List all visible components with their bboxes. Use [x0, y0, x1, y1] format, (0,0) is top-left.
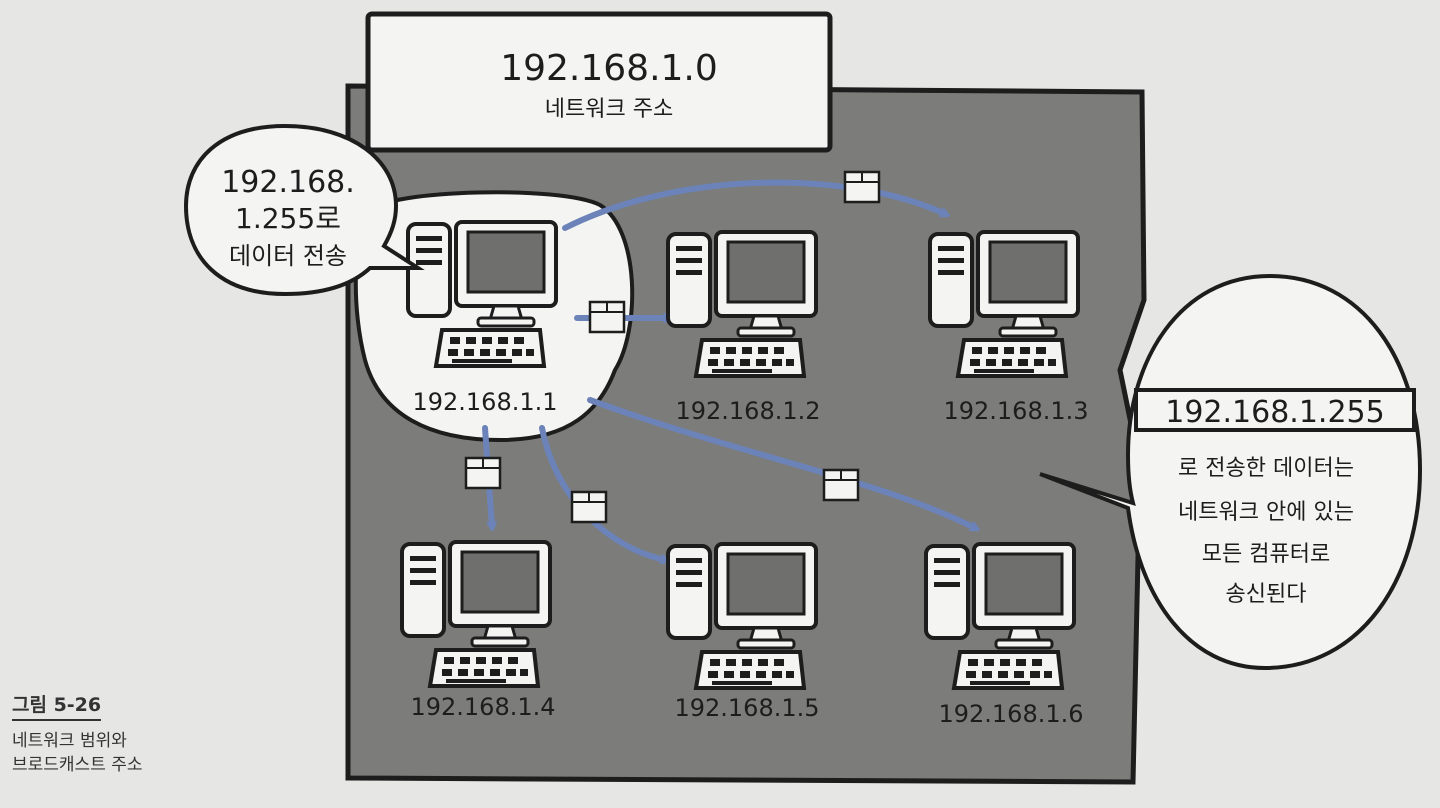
figure-description-line2: 브로드캐스트 주소	[12, 755, 143, 775]
ip-label-pc3: 192.168.1.3	[943, 397, 1088, 425]
packet-icon	[464, 456, 502, 490]
figure-caption: 그림 5-26 네트워크 범위와 브로드캐스트 주소	[12, 690, 143, 777]
ip-label-pc4: 192.168.1.4	[410, 693, 555, 721]
packet-icon	[588, 300, 626, 334]
ip-label-pc1: 192.168.1.1	[412, 388, 557, 416]
sender-speech-bubble: 192.168. 1.255로 데이터 전송	[183, 123, 425, 297]
figure-description: 네트워크 범위와 브로드캐스트 주소	[12, 729, 143, 777]
broadcast-text-line3: 모든 컴퓨터로	[1202, 542, 1330, 567]
broadcast-text-line1: 로 전송한 데이터는	[1178, 456, 1354, 481]
ip-label-pc6: 192.168.1.6	[938, 700, 1083, 728]
sender-bubble-line2: 1.255로	[235, 202, 341, 235]
packet-icon	[822, 468, 860, 502]
broadcast-text-line2: 네트워크 안에 있는	[1178, 500, 1354, 525]
arrow-to-pc6	[587, 397, 975, 528]
figure-number: 그림 5-26	[12, 690, 102, 721]
broadcast-address: 192.168.1.255	[1165, 395, 1384, 430]
arrow-to-pc3	[562, 179, 945, 231]
sender-bubble-line3: 데이터 전송	[229, 242, 347, 270]
packet-icon	[570, 490, 608, 524]
ip-label-pc5: 192.168.1.5	[674, 694, 819, 722]
network-address-label: 네트워크 주소	[545, 97, 673, 122]
figure-description-line1: 네트워크 범위와	[12, 731, 127, 751]
broadcast-speech-bubble: 192.168.1.255 로 전송한 데이터는 네트워크 안에 있는 모든 컴…	[1039, 273, 1423, 671]
ip-label-pc2: 192.168.1.2	[675, 397, 820, 425]
packet-icon	[843, 170, 881, 204]
sender-bubble-line1: 192.168.	[221, 165, 355, 200]
network-address-box: 192.168.1.0 네트워크 주소	[365, 11, 833, 153]
broadcast-text-line4: 송신된다	[1226, 582, 1307, 607]
network-address: 192.168.1.0	[500, 48, 718, 89]
